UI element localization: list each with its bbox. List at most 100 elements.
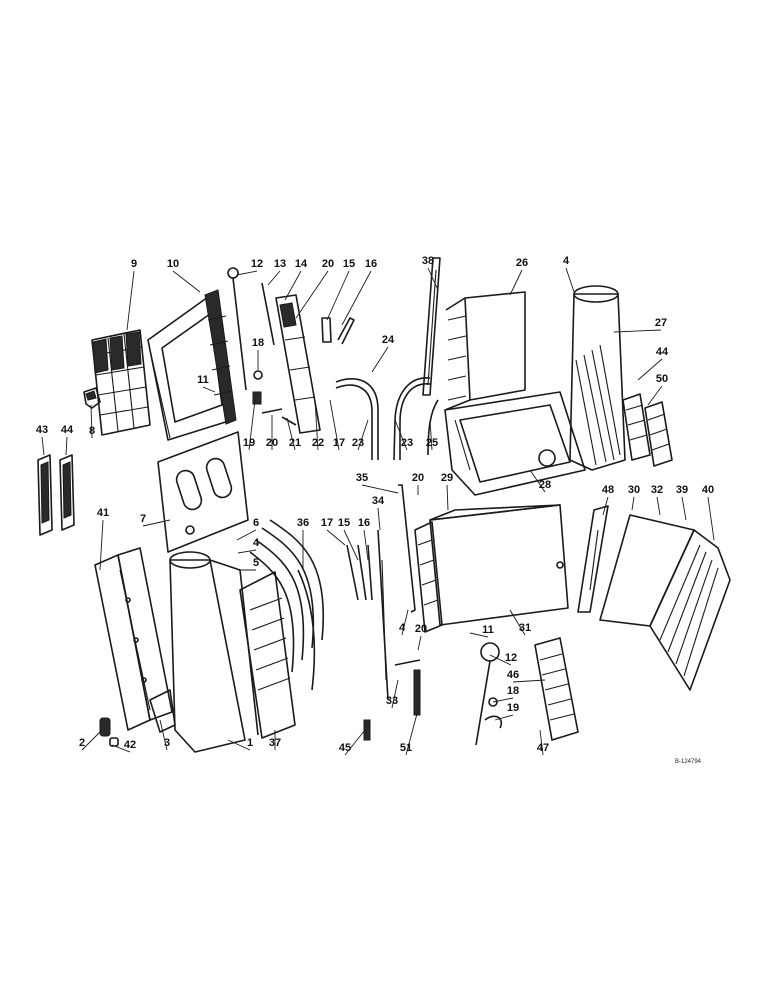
callout-leader-40 (707, 496, 715, 541)
callout-leader-25 (429, 419, 433, 451)
callout-label-11: 11 (482, 624, 494, 636)
callout-leader-26 (509, 269, 523, 296)
part-27-chute (569, 285, 626, 471)
part-14-bracket (275, 294, 321, 434)
callout-leader-4 (401, 609, 409, 636)
callout-leader-44 (637, 358, 663, 381)
callout-leader-51 (405, 709, 419, 756)
callout-leader-45 (344, 729, 366, 756)
callout-label-44: 44 (656, 346, 669, 358)
callout-label-35: 35 (356, 472, 368, 484)
callout-label-15: 15 (338, 517, 350, 529)
callout-label-22: 22 (312, 437, 324, 449)
part-9-screen-set (91, 329, 151, 436)
callout-leader-16 (341, 270, 372, 326)
callout-leader-34 (377, 507, 381, 531)
callout-leader-20 (295, 270, 329, 319)
callout-leader-24 (371, 346, 389, 373)
part-20-21-pins (261, 408, 297, 426)
callout-leader-15 (343, 529, 359, 561)
part-12-spreader (475, 642, 500, 746)
callout-leader-11 (469, 632, 489, 638)
part-46-47-auger (534, 637, 579, 741)
callout-leader-17 (326, 529, 346, 546)
callout-label-51: 51 (400, 742, 412, 754)
callout-label-32: 32 (651, 484, 663, 496)
callout-label-42: 42 (124, 739, 136, 751)
callout-label-30: 30 (628, 484, 640, 496)
callout-label-23: 23 (352, 437, 364, 449)
callout-label-4: 4 (399, 622, 406, 634)
callout-label-50: 50 (656, 373, 668, 385)
callout-label-20: 20 (415, 623, 427, 635)
part-30-32-39-40-tray (599, 514, 731, 691)
part-15-16-bars (321, 317, 355, 345)
callout-leader-31 (509, 609, 526, 636)
part-28-lower-housing (444, 391, 586, 496)
callout-leader-19 (248, 399, 256, 451)
callout-leader-29 (446, 484, 449, 511)
callout-leader-10 (172, 270, 201, 293)
callout-label-20: 20 (322, 258, 334, 270)
callout-leader-14 (284, 270, 302, 301)
callout-label-9: 9 (131, 258, 137, 270)
callout-label-25: 25 (426, 437, 438, 449)
callout-label-24: 24 (382, 334, 395, 346)
part-41-side-panel (94, 547, 173, 731)
part-26-upper-housing (444, 291, 526, 411)
part-8-clip (83, 387, 101, 409)
part-35-strap (398, 484, 416, 613)
callout-leader-20 (417, 635, 422, 651)
callout-label-33: 33 (386, 695, 398, 707)
callout-label-12: 12 (251, 258, 263, 270)
callout-label-2: 2 (79, 737, 85, 749)
callout-label-20: 20 (266, 437, 278, 449)
callout-leader-46 (512, 679, 546, 683)
callout-label-26: 26 (516, 257, 528, 269)
part-18-19-bushings (252, 370, 263, 405)
callout-leader-12 (489, 654, 512, 666)
callout-label-44: 44 (61, 424, 74, 436)
callout-label-18: 18 (507, 685, 519, 697)
callout-leader-50 (647, 385, 663, 406)
part-34-long-rod (377, 529, 389, 701)
callout-label-41: 41 (97, 507, 109, 519)
callout-label-3: 3 (164, 737, 170, 749)
callout-leader-19 (494, 714, 514, 721)
callout-leader-12 (236, 270, 258, 276)
callout-leader-17 (329, 399, 340, 451)
callout-label-19: 19 (507, 702, 519, 714)
callout-label-14: 14 (295, 258, 308, 270)
callout-leader-16 (363, 529, 369, 561)
callout-leader-23 (357, 419, 369, 451)
callout-label-5: 5 (253, 557, 259, 569)
callout-label-39: 39 (676, 484, 688, 496)
callout-label-11: 11 (197, 374, 209, 386)
callout-leader-4 (565, 267, 575, 293)
callout-leader-7 (142, 519, 171, 527)
part-17-15-16-rods (346, 544, 373, 601)
callout-label-31: 31 (519, 622, 531, 634)
callout-leader-23 (394, 419, 408, 451)
callout-label-18: 18 (252, 337, 264, 349)
callout-label-46: 46 (507, 669, 519, 681)
part-44-50-panels-right (622, 393, 673, 467)
callout-label-10: 10 (167, 258, 179, 270)
callout-label-17: 17 (333, 437, 345, 449)
part-7-door-panel (157, 431, 249, 553)
callout-label-7: 7 (140, 513, 146, 525)
callout-label-38: 38 (422, 255, 434, 267)
callout-label-15: 15 (343, 258, 355, 270)
callout-leader-2 (81, 729, 103, 751)
callout-leader-44 (65, 436, 68, 456)
part-37-shaker-frame (239, 571, 296, 739)
callout-label-17: 17 (321, 517, 333, 529)
part-18-19-lower-fittings (484, 697, 503, 729)
callout-label-40: 40 (702, 484, 714, 496)
callout-leader-42 (111, 744, 131, 753)
callout-leader-30 (631, 496, 635, 511)
part-1-elevator-tube (169, 551, 259, 753)
